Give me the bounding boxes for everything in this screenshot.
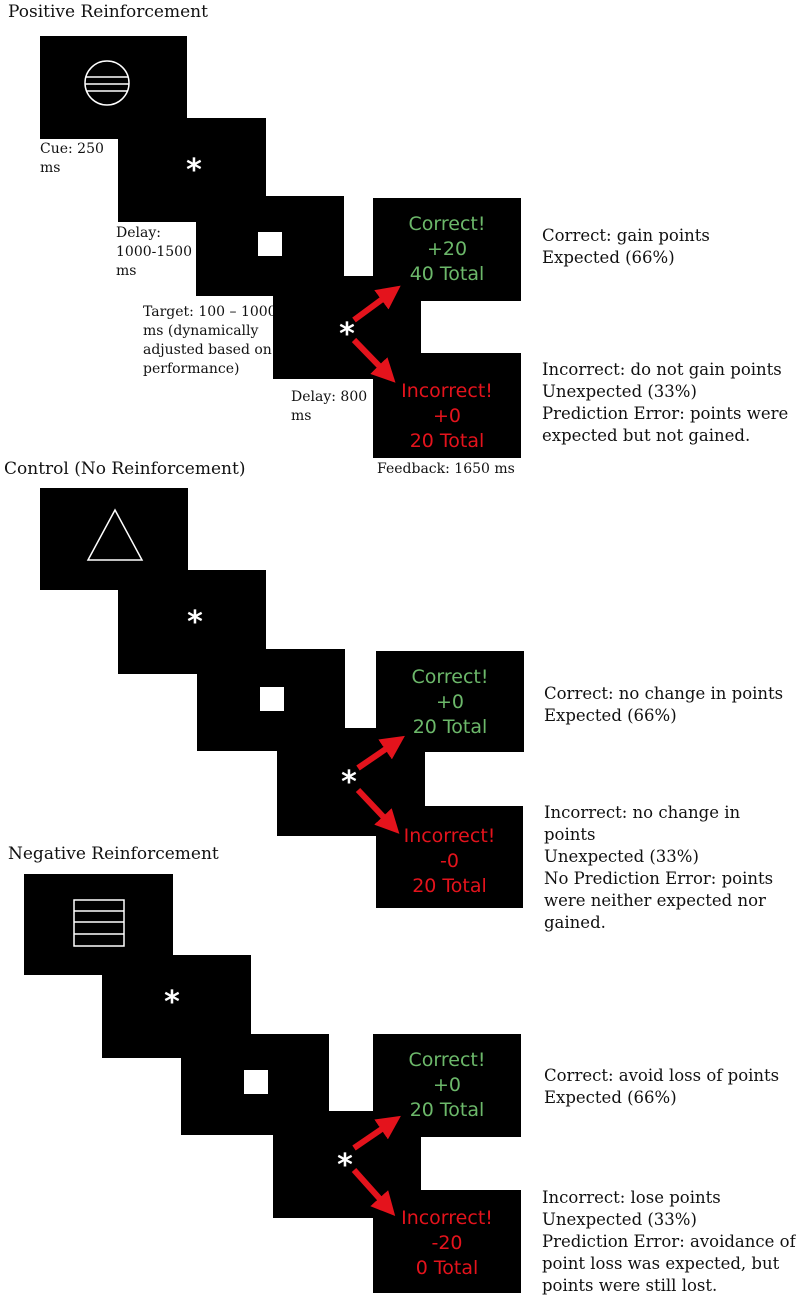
feedback-line: Correct!	[408, 1049, 486, 1071]
feedback-line: 20 Total	[409, 1099, 485, 1121]
target-caption: Target: 100 – 1000 ms (dynamically adjus…	[143, 304, 277, 377]
box-stripes-icon	[73, 899, 125, 947]
positive-correct-feedback: Correct! +20 40 Total	[373, 198, 521, 301]
feedback-line: 20 Total	[412, 875, 487, 897]
circle-stripes-icon	[84, 60, 130, 106]
delay-caption: Delay: 1000-1500 ms	[116, 225, 192, 279]
positive-incorrect-text: Incorrect: do not gain points Unexpected…	[542, 360, 789, 445]
positive-incorrect-feedback: Incorrect! +0 20 Total	[373, 353, 521, 458]
fixation-star: *	[187, 605, 203, 640]
fixation-star: *	[337, 1148, 353, 1183]
feedback-line: -0	[440, 850, 459, 872]
negative-incorrect-feedback: Incorrect! -20 0 Total	[373, 1190, 521, 1293]
feedback-line: +0	[432, 405, 461, 427]
feedback-line: 20 Total	[412, 716, 488, 738]
negative-incorrect-text: Incorrect: lose points Unexpected (33%) …	[542, 1188, 796, 1295]
feedback-line: 40 Total	[409, 263, 485, 285]
control-correct-feedback: Correct! +0 20 Total	[376, 651, 524, 752]
positive-correct-text: Correct: gain points Expected (66%)	[542, 226, 710, 267]
target-square	[244, 1070, 268, 1094]
fixation-star: *	[164, 985, 180, 1020]
control-incorrect-feedback: Incorrect! -0 20 Total	[376, 806, 523, 908]
feedback-line: +20	[426, 238, 468, 260]
feedback-line: 20 Total	[409, 430, 485, 452]
feedback-line: Incorrect!	[403, 825, 496, 847]
fixation-star: *	[341, 765, 357, 800]
feedback-line: Correct!	[411, 666, 489, 688]
feedback-line: 0 Total	[415, 1257, 479, 1279]
negative-correct-feedback: Correct! +0 20 Total	[373, 1034, 521, 1137]
target-square	[258, 232, 282, 256]
negative-section-title: Negative Reinforcement	[8, 844, 219, 864]
target-square	[260, 687, 284, 711]
delay2-caption: Delay: 800 ms	[291, 389, 368, 424]
feedback-line: -20	[431, 1232, 463, 1254]
negative-correct-text: Correct: avoid loss of points Expected (…	[544, 1066, 780, 1107]
feedback-caption: Feedback: 1650 ms	[377, 461, 515, 477]
control-correct-text: Correct: no change in points Expected (6…	[544, 684, 784, 725]
feedback-line: Incorrect!	[401, 380, 493, 402]
fixation-star: *	[339, 317, 355, 352]
triangle-icon	[86, 508, 144, 561]
feedback-line: Correct!	[408, 213, 486, 235]
feedback-line: +0	[435, 691, 464, 713]
control-section-title: Control (No Reinforcement)	[4, 459, 246, 479]
feedback-line: +0	[432, 1074, 461, 1096]
positive-cue-screen	[40, 36, 187, 139]
cue-caption: Cue: 250 ms	[40, 141, 104, 176]
fixation-star: *	[186, 153, 202, 188]
control-incorrect-text: Incorrect: no change in points Unexpecte…	[544, 803, 774, 932]
feedback-line: Incorrect!	[401, 1207, 493, 1229]
positive-section-title: Positive Reinforcement	[8, 2, 208, 22]
